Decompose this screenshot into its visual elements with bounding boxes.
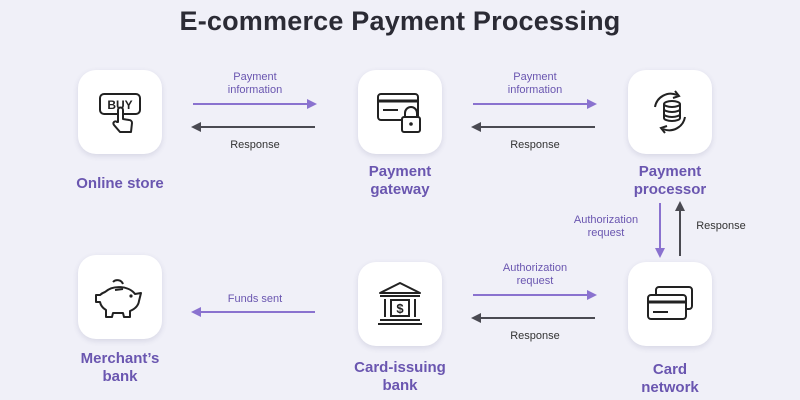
node-card-issuing-bank: $ bbox=[358, 262, 442, 346]
node-online-store: BUY bbox=[78, 70, 162, 154]
svg-text:$: $ bbox=[396, 301, 404, 316]
cards-icon bbox=[647, 286, 693, 320]
edge-label-network-to-processor: Response bbox=[696, 220, 746, 232]
edge-label-processor-to-gateway: Response bbox=[510, 139, 560, 151]
piggy-bank-icon bbox=[95, 279, 142, 318]
node-card-network bbox=[628, 262, 712, 346]
edge-label-issuer-to-merchant: Funds sent bbox=[227, 293, 283, 305]
node-payment-processor bbox=[628, 70, 712, 154]
node-label-online-store: Online store bbox=[76, 175, 164, 192]
bank-dollar-icon: $ bbox=[378, 282, 422, 325]
edge-label-gateway-to-store: Response bbox=[230, 139, 280, 151]
buy-button-icon: BUY bbox=[99, 93, 141, 133]
coins-cycle-icon bbox=[654, 90, 686, 134]
card-lock-icon bbox=[377, 93, 421, 133]
node-payment-gateway bbox=[358, 70, 442, 154]
edge-label-network-to-issuer: Response bbox=[510, 330, 560, 342]
node-merchants-bank bbox=[78, 255, 162, 339]
svg-text:BUY: BUY bbox=[107, 98, 132, 112]
diagram-title: E-commerce Payment Processing bbox=[179, 6, 621, 36]
